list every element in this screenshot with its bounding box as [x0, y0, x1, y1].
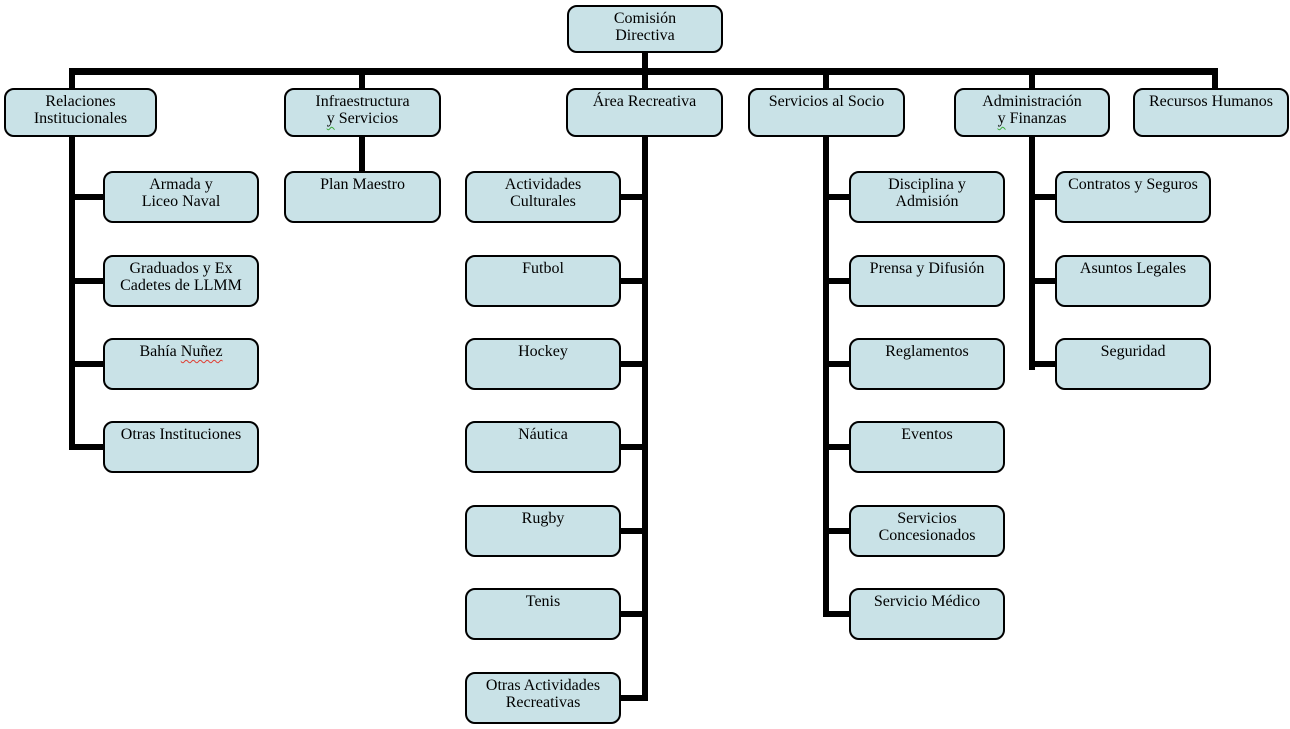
node-label: Otras Actividades Recreativas: [485, 677, 601, 711]
node-label: Bahía Nuñez: [139, 343, 223, 360]
grammar-squiggle-word: y: [326, 110, 335, 127]
node-servicio-medico: Servicio Médico: [849, 588, 1005, 640]
connector-spine-servicios-socio: [823, 137, 829, 617]
node-label: Administración y Finanzas: [982, 93, 1082, 127]
node-label: Náutica: [518, 426, 568, 443]
node-recursos-humanos: Recursos Humanos: [1133, 88, 1289, 137]
node-label: Futbol: [522, 260, 564, 277]
node-label: Servicio Médico: [873, 593, 981, 610]
connector-elbow-disciplina: [823, 194, 855, 200]
node-comision-directiva: Comisión Directiva: [567, 5, 723, 53]
node-label: Hockey: [518, 343, 568, 360]
connector-stub-recursos-humanos: [1212, 75, 1218, 88]
node-label: Eventos: [901, 426, 953, 443]
node-prensa-difusion: Prensa y Difusión: [849, 255, 1005, 307]
connector-elbow-reglamentos: [823, 361, 855, 367]
connector-elbow-prensa: [823, 278, 855, 284]
node-label: Servicios Concesionados: [878, 510, 976, 544]
connector-elbow-tenis: [616, 611, 648, 617]
node-label: Contratos y Seguros: [1068, 176, 1198, 193]
connector-spine-relaciones: [69, 137, 75, 450]
connector-elbow-futbol: [616, 278, 648, 284]
node-relaciones-institucionales: Relaciones Institucionales: [4, 88, 157, 137]
node-infraestructura-y-servicios: Infraestructura y Servicios: [284, 88, 441, 137]
node-label: Comisión Directiva: [613, 10, 677, 44]
node-label: Área Recreativa: [592, 93, 697, 110]
connector-elbow-bahia: [69, 361, 109, 367]
node-otras-instituciones: Otras Instituciones: [103, 421, 259, 473]
connector-elbow-armada: [69, 194, 109, 200]
connector-elbow-eventos: [823, 444, 855, 450]
node-reglamentos: Reglamentos: [849, 338, 1005, 390]
node-nautica: Náutica: [465, 421, 621, 473]
node-tenis: Tenis: [465, 588, 621, 640]
node-eventos: Eventos: [849, 421, 1005, 473]
connector-stub-relaciones: [69, 75, 75, 88]
node-futbol: Futbol: [465, 255, 621, 307]
node-plan-maestro: Plan Maestro: [284, 171, 441, 223]
node-rugby: Rugby: [465, 505, 621, 557]
spelling-squiggle-word: Nuñez: [180, 343, 223, 360]
connector-elbow-seguridad: [1029, 361, 1061, 367]
node-area-recreativa: Área Recreativa: [566, 88, 723, 137]
connector-elbow-graduados: [69, 278, 109, 284]
connector-stub-area-recreativa: [642, 75, 648, 88]
connector-stub-infraestructura: [359, 75, 365, 88]
connector-elbow-rugby: [616, 528, 648, 534]
node-label: Relaciones Institucionales: [33, 93, 128, 127]
connector-trunk: [69, 68, 1218, 75]
node-actividades-culturales: Actividades Culturales: [465, 171, 621, 223]
node-label: Actividades Culturales: [504, 176, 582, 210]
connector-stub-plan-maestro: [359, 137, 365, 171]
connector-root-stub: [642, 53, 648, 68]
connector-elbow-hockey: [616, 361, 648, 367]
node-disciplina-admision: Disciplina y Admisión: [849, 171, 1005, 223]
connector-spine-area-recreativa: [642, 137, 648, 701]
node-otras-actividades-recreativas: Otras Actividades Recreativas: [465, 672, 621, 724]
node-administracion-y-finanzas: Administración y Finanzas: [954, 88, 1110, 137]
connector-stub-servicios-socio: [823, 75, 829, 88]
grammar-squiggle-word: y: [997, 110, 1006, 127]
node-bahia-nunez: Bahía Nuñez: [103, 338, 259, 390]
connector-elbow-otras-instituciones: [69, 444, 109, 450]
node-seguridad: Seguridad: [1055, 338, 1211, 390]
node-label: Seguridad: [1100, 343, 1166, 360]
node-servicios-concesionados: Servicios Concesionados: [849, 505, 1005, 557]
connector-elbow-nautica: [616, 444, 648, 450]
node-label: Armada y Liceo Naval: [141, 176, 221, 210]
connector-stub-administracion: [1029, 75, 1035, 88]
node-label: Prensa y Difusión: [869, 260, 985, 277]
node-label: Disciplina y Admisión: [888, 176, 966, 210]
connector-elbow-servicio-medico: [823, 611, 855, 617]
node-label: Reglamentos: [885, 343, 969, 360]
node-label: Recursos Humanos: [1149, 93, 1273, 110]
node-label: Otras Instituciones: [120, 426, 242, 443]
node-label: Tenis: [525, 593, 561, 610]
connector-elbow-otras-actividades: [616, 695, 648, 701]
node-hockey: Hockey: [465, 338, 621, 390]
node-label: Infraestructura y Servicios: [315, 93, 410, 127]
node-label: Servicios al Socio: [768, 93, 885, 110]
node-armada-liceo-naval: Armada y Liceo Naval: [103, 171, 259, 223]
connector-elbow-concesionados: [823, 528, 855, 534]
connector-elbow-contratos: [1029, 194, 1061, 200]
node-graduados-ex-cadetes: Graduados y Ex Cadetes de LLMM: [103, 255, 259, 307]
connector-elbow-actividades-culturales: [616, 194, 648, 200]
node-label: Graduados y Ex Cadetes de LLMM: [120, 260, 242, 294]
node-contratos-seguros: Contratos y Seguros: [1055, 171, 1211, 223]
connector-elbow-asuntos-legales: [1029, 278, 1061, 284]
node-asuntos-legales: Asuntos Legales: [1055, 255, 1211, 307]
connector-spine-administracion: [1029, 137, 1035, 370]
node-label: Rugby: [521, 510, 565, 527]
node-label: Plan Maestro: [320, 176, 405, 193]
node-servicios-al-socio: Servicios al Socio: [748, 88, 905, 137]
node-label: Asuntos Legales: [1079, 260, 1187, 277]
